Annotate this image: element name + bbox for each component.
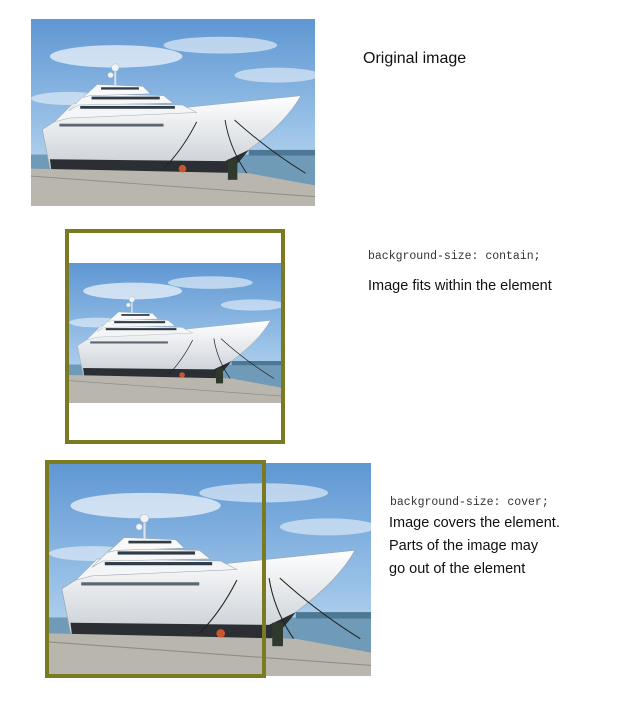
cover-description-line: Image covers the element. [389,515,560,531]
contain-frame [65,229,285,444]
original-yacht-image [31,19,315,206]
cover-code-label: background-size: cover; [390,496,549,509]
contain-code-label: background-size: contain; [368,250,541,263]
cover-description-line: Parts of the image may [389,538,539,554]
cover-frame [45,460,266,678]
cover-description-line: go out of the element [389,561,526,577]
original-image-label: Original image [363,50,467,67]
contain-yacht-image [69,263,281,403]
contain-description: Image fits within the element [368,278,552,294]
cover-description: Image covers the element. Parts of the i… [389,512,560,581]
